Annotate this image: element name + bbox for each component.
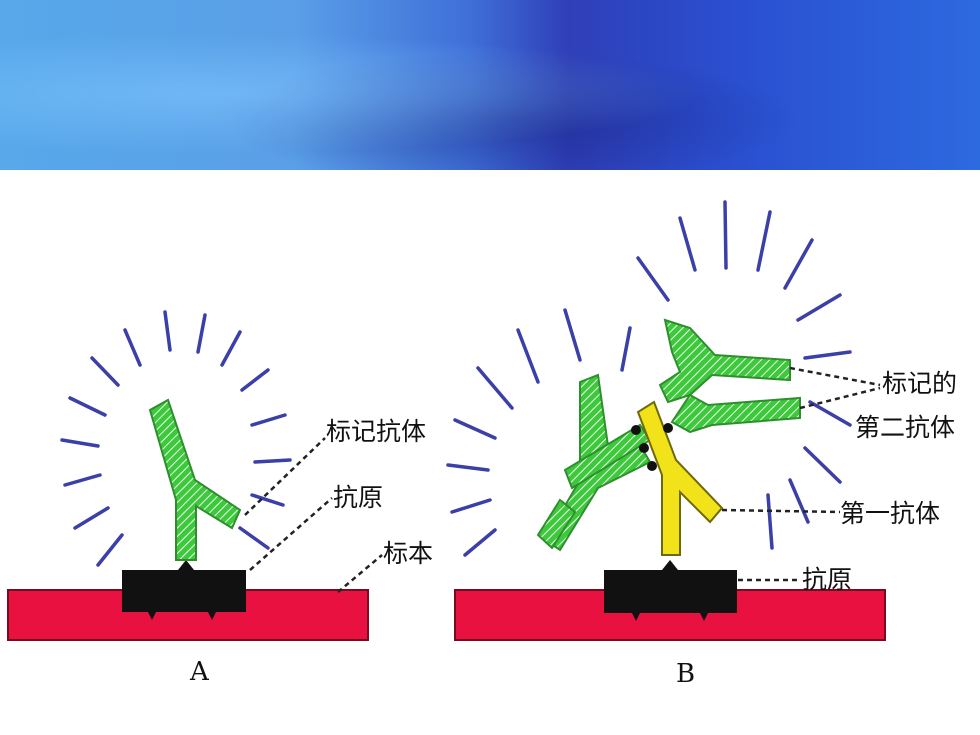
label-primary-antibody: 第一抗体 [840,499,940,528]
label-antigen-a: 抗原 [333,483,383,512]
panel-b: 标记的 第二抗体 第一抗体 抗原 B [446,200,957,689]
labeled-antibody-a [148,398,242,561]
callout-lines-b [721,366,881,582]
label-antigen-b: 抗原 [802,565,852,594]
antigen-b [604,560,737,621]
fluorescence-rays-b [446,200,852,557]
primary-antibody [631,400,724,556]
panel-a: 标记抗体 抗原 标本 A [7,310,433,687]
secondary-antibody-left [536,373,652,552]
header-banner [0,0,980,170]
panel-label-a: A [189,657,210,687]
panel-label-b: B [676,659,695,689]
label-labeled-antibody: 标记抗体 [326,417,426,446]
fluorescence-rays-a [60,310,292,567]
label-labeled-secondary-line1: 标记的 [882,369,957,398]
banner-glow [0,0,980,170]
immunofluorescence-diagram: 标记抗体 抗原 标本 A [7,200,957,689]
secondary-antibody-upper [658,318,801,434]
antigen-a [122,560,246,620]
label-labeled-secondary-line2: 第二抗体 [855,413,955,442]
callout-lines-a [244,437,383,593]
label-specimen: 标本 [383,539,433,568]
